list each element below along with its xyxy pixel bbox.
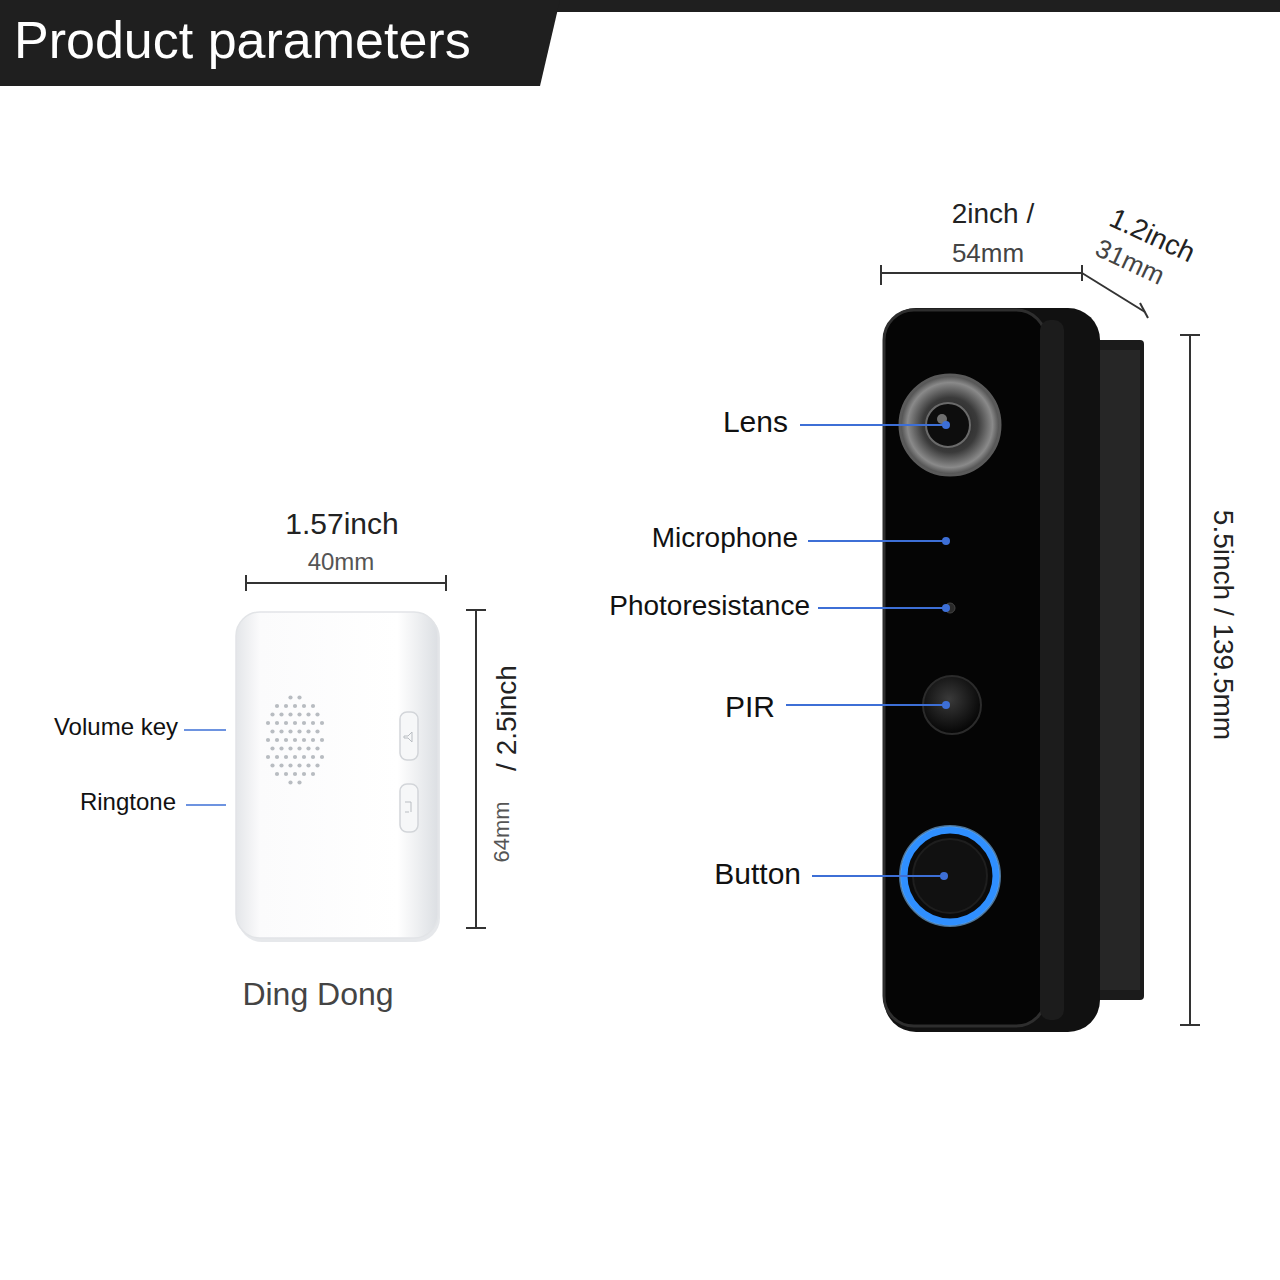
part-label: Ringtone: [80, 789, 176, 815]
page-title: Product parameters: [14, 12, 471, 69]
doorbell-unit: [884, 308, 1144, 1032]
ringtone-key: [400, 784, 418, 832]
doorbell-body: [884, 308, 1100, 1032]
microphone: [943, 538, 949, 544]
part-label: Button: [714, 857, 801, 890]
speaker-grille: [266, 695, 324, 784]
dimension-line: [246, 575, 486, 928]
top-bar: [540, 0, 1280, 12]
dimension-label: 5.5inch / 139.5mm: [1208, 510, 1239, 740]
leader-dot: [940, 421, 950, 880]
dimension-label: / 2.5inch: [492, 665, 523, 771]
dimension-label: 1.57inch: [285, 507, 398, 540]
leader-line: [184, 729, 226, 731]
part-label: Photoresistance: [609, 591, 810, 622]
dimension-line: [881, 265, 1200, 1025]
title-banner: [0, 0, 560, 86]
leader-line: [186, 804, 226, 806]
chime-unit: [236, 612, 440, 942]
part-label: PIR: [725, 690, 775, 723]
part-label: Microphone: [652, 523, 798, 554]
dimension-label: 2inch /: [952, 199, 1035, 230]
volume-key: [400, 712, 418, 760]
part-label: Lens: [723, 405, 788, 438]
leader-line: [786, 425, 944, 876]
dimension-label: 64mm: [490, 801, 514, 862]
dimension-label: 54mm: [952, 239, 1024, 268]
part-label: Volume key: [54, 714, 178, 740]
product-caption: Ding Dong: [242, 977, 393, 1012]
dimension-label: 40mm: [308, 549, 375, 575]
